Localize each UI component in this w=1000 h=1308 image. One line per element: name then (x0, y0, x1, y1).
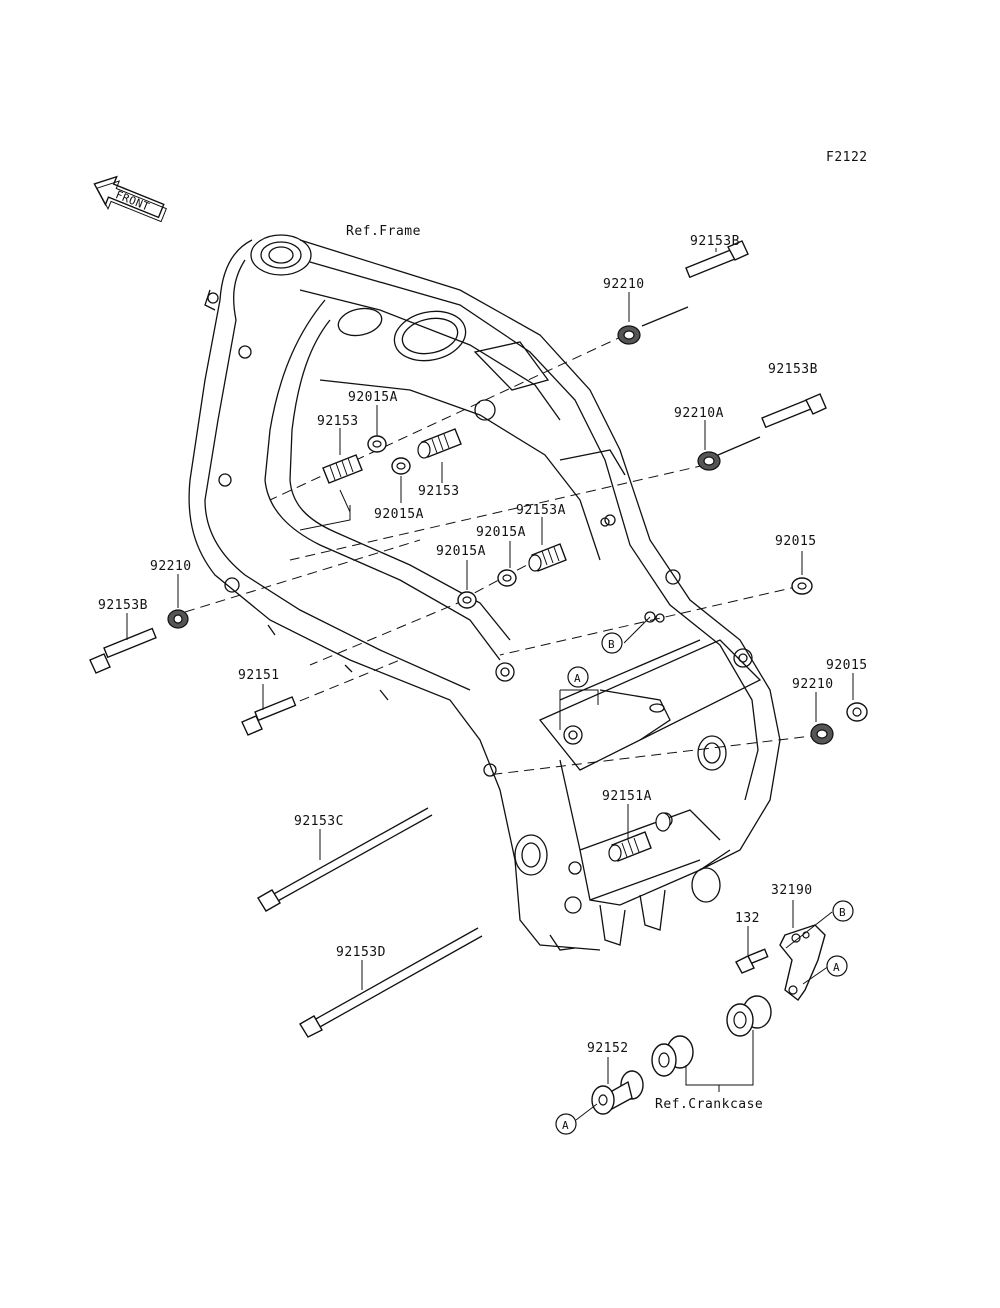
callout-a-text: A (562, 1119, 569, 1132)
part-label: 92153 (418, 484, 460, 499)
part-label: 92015A (374, 507, 424, 522)
part-label: 92153A (516, 503, 566, 518)
callout-b-text: B (839, 906, 846, 919)
part-label: 92015 (775, 534, 817, 549)
part-label: 92153C (294, 814, 344, 829)
spring-92153-left[interactable] (322, 454, 363, 484)
spring-92153-right[interactable] (417, 428, 462, 459)
part-label: 92015A (348, 390, 398, 405)
part-label: 92015 (826, 658, 868, 673)
spring-92151a[interactable] (608, 812, 671, 862)
nut-92015a-1[interactable] (367, 435, 387, 453)
part-label: 32190 (771, 883, 813, 898)
part-label: 92151 (238, 668, 280, 683)
bolt-132[interactable] (735, 948, 769, 974)
callout-a-text: A (574, 672, 581, 685)
callout-b-bracket: B (832, 900, 854, 922)
part-labels: 92153B 92210 92153B 92210A 92015A 92153 … (98, 234, 868, 1056)
callout-b-frame: B (601, 632, 623, 654)
bushing-crankcase[interactable] (651, 995, 772, 1077)
part-label: 92153B (768, 362, 818, 377)
front-arrow-icon: FRONT (93, 175, 167, 223)
part-label: 92210 (792, 677, 834, 692)
part-label: 132 (735, 911, 760, 926)
part-label: 92210 (603, 277, 645, 292)
bolt-92153b-right[interactable] (717, 393, 827, 456)
part-label: 92015A (476, 525, 526, 540)
bolt-92153c[interactable] (257, 807, 433, 912)
part-label: 92153B (98, 598, 148, 613)
bolt-92153b-left[interactable] (89, 627, 157, 674)
ref-crankcase-label: Ref.Crankcase (655, 1097, 763, 1112)
nut-92015-upper[interactable] (791, 577, 813, 595)
nut-92015a-4[interactable] (457, 591, 477, 609)
callout-a-bracket: A (826, 955, 848, 977)
nut-92015a-3[interactable] (497, 569, 517, 587)
bracket-32190[interactable] (779, 924, 826, 1002)
part-label: 92153 (317, 414, 359, 429)
part-label: 92151A (602, 789, 652, 804)
nut-92015a-2[interactable] (391, 457, 411, 475)
spring-92153a[interactable] (528, 543, 567, 572)
nut-92210-right[interactable] (810, 723, 834, 745)
nut-92210-top[interactable] (617, 325, 641, 345)
callout-a-collar: A (555, 1113, 577, 1135)
part-label: 92153B (690, 234, 740, 249)
diagram-code: F2122 (826, 150, 868, 165)
part-label: 92015A (436, 544, 486, 559)
ref-frame-label: Ref.Frame (346, 224, 421, 239)
callout-a-frame: A (567, 666, 589, 688)
label-leaders (126, 248, 854, 1121)
part-label: 92210 (150, 559, 192, 574)
nut-92210-left[interactable] (167, 609, 189, 629)
nut-92015-lower[interactable] (846, 702, 868, 722)
nut-92210a[interactable] (697, 451, 721, 471)
bolt-92153b-top[interactable] (641, 240, 749, 327)
bolt-92151[interactable] (241, 696, 297, 736)
callout-b-text: B (608, 638, 615, 651)
callout-a-text: A (833, 961, 840, 974)
motorcycle-frame (188, 234, 781, 951)
part-label: 92152 (587, 1041, 629, 1056)
part-label: 92153D (336, 945, 386, 960)
collar-92152[interactable] (591, 1070, 644, 1115)
bolt-92153d[interactable] (299, 927, 483, 1038)
part-label: 92210A (674, 406, 724, 421)
